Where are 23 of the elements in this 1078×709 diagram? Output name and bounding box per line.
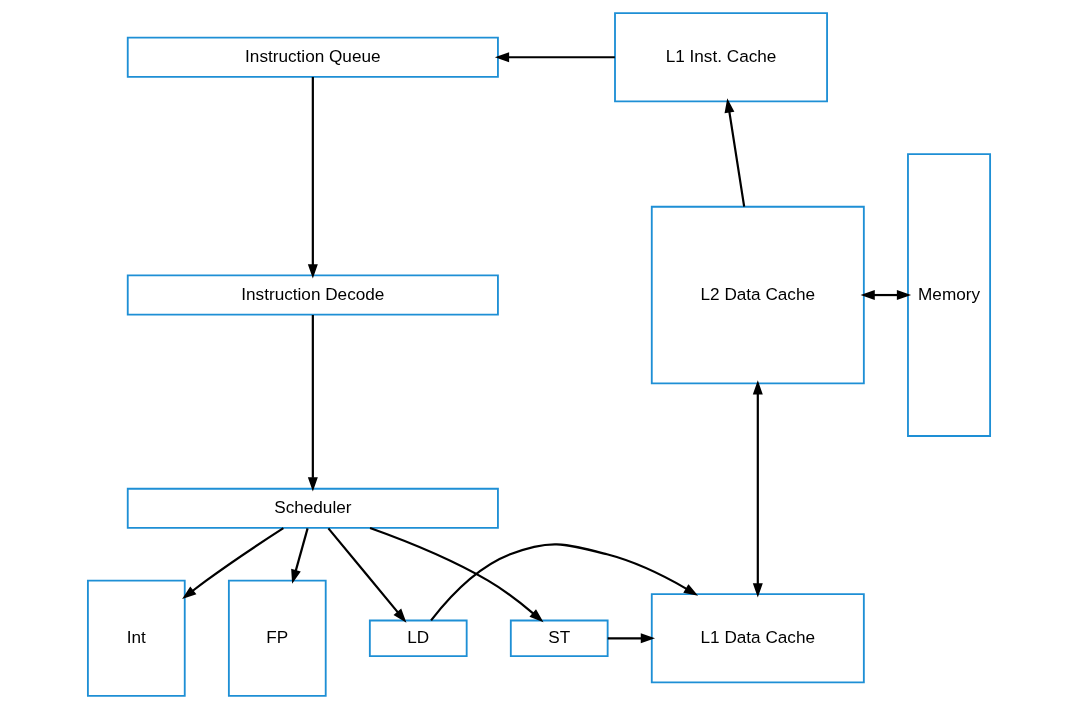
node-box: L1 Data Cache: [650, 593, 865, 684]
node-box: LD: [368, 619, 468, 657]
arrow: [327, 527, 407, 623]
node-box: L1 Inst. Cache: [614, 12, 828, 103]
arrow: [607, 633, 656, 644]
arrow: [369, 527, 544, 623]
node-box: Int: [87, 579, 186, 697]
node-box: FP: [227, 579, 327, 697]
node-box: ST: [509, 619, 609, 657]
node-box: Instruction Decode: [126, 274, 499, 316]
arrow: [307, 76, 318, 279]
arrow: [752, 380, 763, 598]
arrow: [494, 52, 615, 63]
arrow: [724, 98, 746, 207]
node-box: Memory: [907, 153, 991, 437]
arrow: [291, 528, 309, 584]
node-box: Scheduler: [126, 487, 499, 529]
arrow: [860, 290, 912, 301]
arrow: [182, 527, 284, 600]
node-box: Instruction Queue: [126, 36, 499, 78]
node-box: L2 Data Cache: [650, 205, 865, 385]
arrow: [307, 315, 318, 492]
arrow: [430, 543, 699, 622]
